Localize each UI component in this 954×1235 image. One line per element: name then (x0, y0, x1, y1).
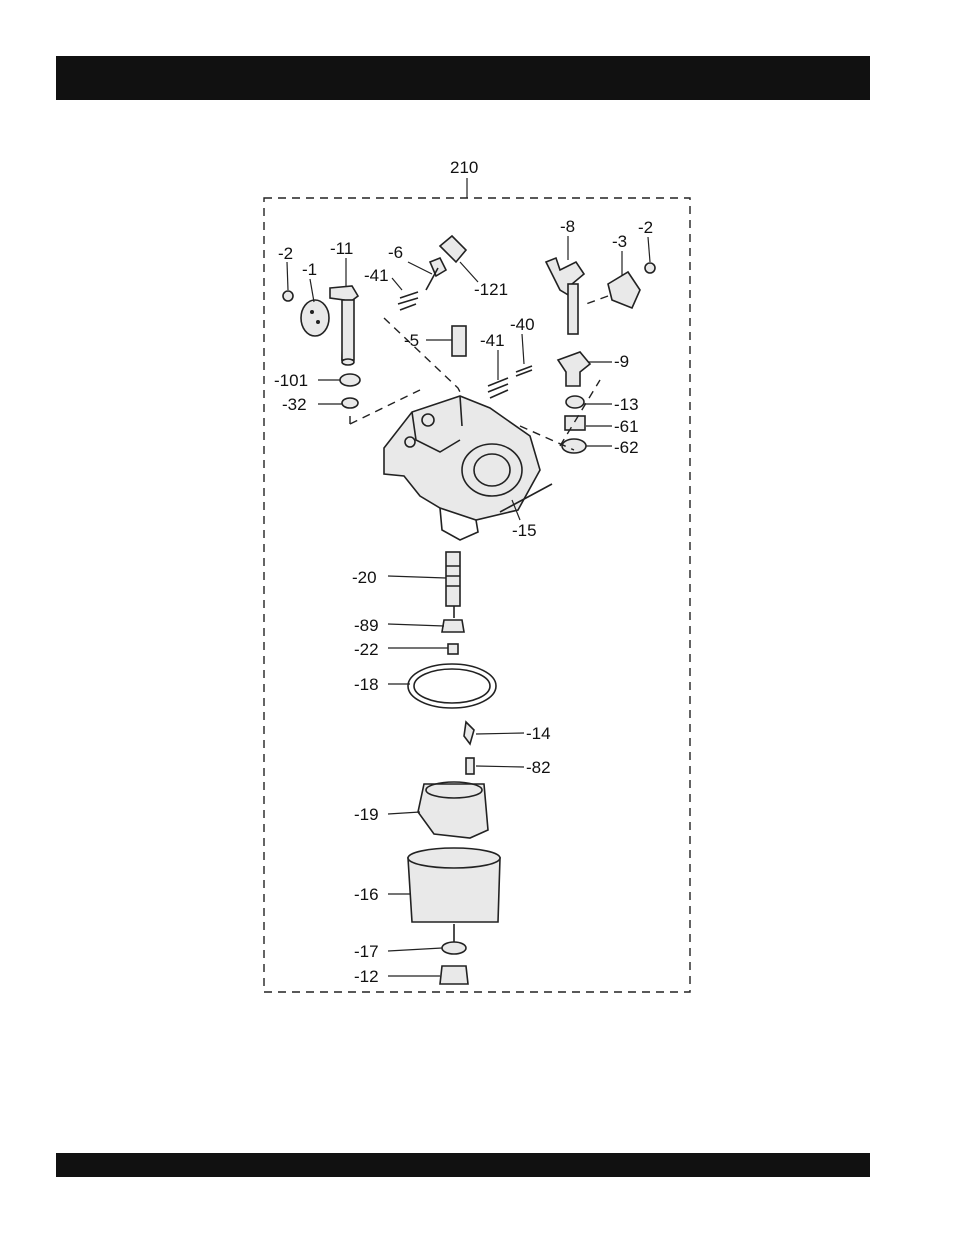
part-label: -2 (278, 244, 293, 263)
part-label: -15 (512, 521, 537, 540)
part-label: -11 (330, 239, 353, 258)
part-label: -40 (510, 315, 535, 334)
part-label: -19 (354, 805, 379, 824)
lower-parts-stack (408, 552, 500, 984)
part-label: -22 (354, 640, 379, 659)
part-label: -89 (354, 616, 379, 635)
part-label: -14 (526, 724, 551, 743)
part-label: -121 (474, 280, 508, 299)
part-label: -41 (364, 266, 389, 285)
part-label: -5 (404, 331, 419, 350)
part-label: -20 (352, 568, 377, 587)
part-label: -2 (638, 218, 653, 237)
part-label: -82 (526, 758, 551, 777)
part-label: -13 (614, 395, 639, 414)
part-label: -1 (302, 260, 317, 279)
part-label: -61 (614, 417, 639, 436)
part-label: -17 (354, 942, 379, 961)
part-label: -62 (614, 438, 639, 457)
assembly-number-label: 210 (450, 158, 478, 177)
carburetor-body (384, 396, 552, 540)
part-label: -9 (614, 352, 629, 371)
part-label: -101 (274, 371, 308, 390)
part-label: -8 (560, 217, 575, 236)
part-label: -18 (354, 675, 379, 694)
part-label: -3 (612, 232, 627, 251)
part-label: -6 (388, 243, 403, 262)
part-label: -41 (480, 331, 505, 350)
throttle-shaft-group (546, 258, 655, 453)
part-label: -12 (354, 967, 379, 986)
part-label: -32 (282, 395, 307, 414)
part-label: -16 (354, 885, 379, 904)
